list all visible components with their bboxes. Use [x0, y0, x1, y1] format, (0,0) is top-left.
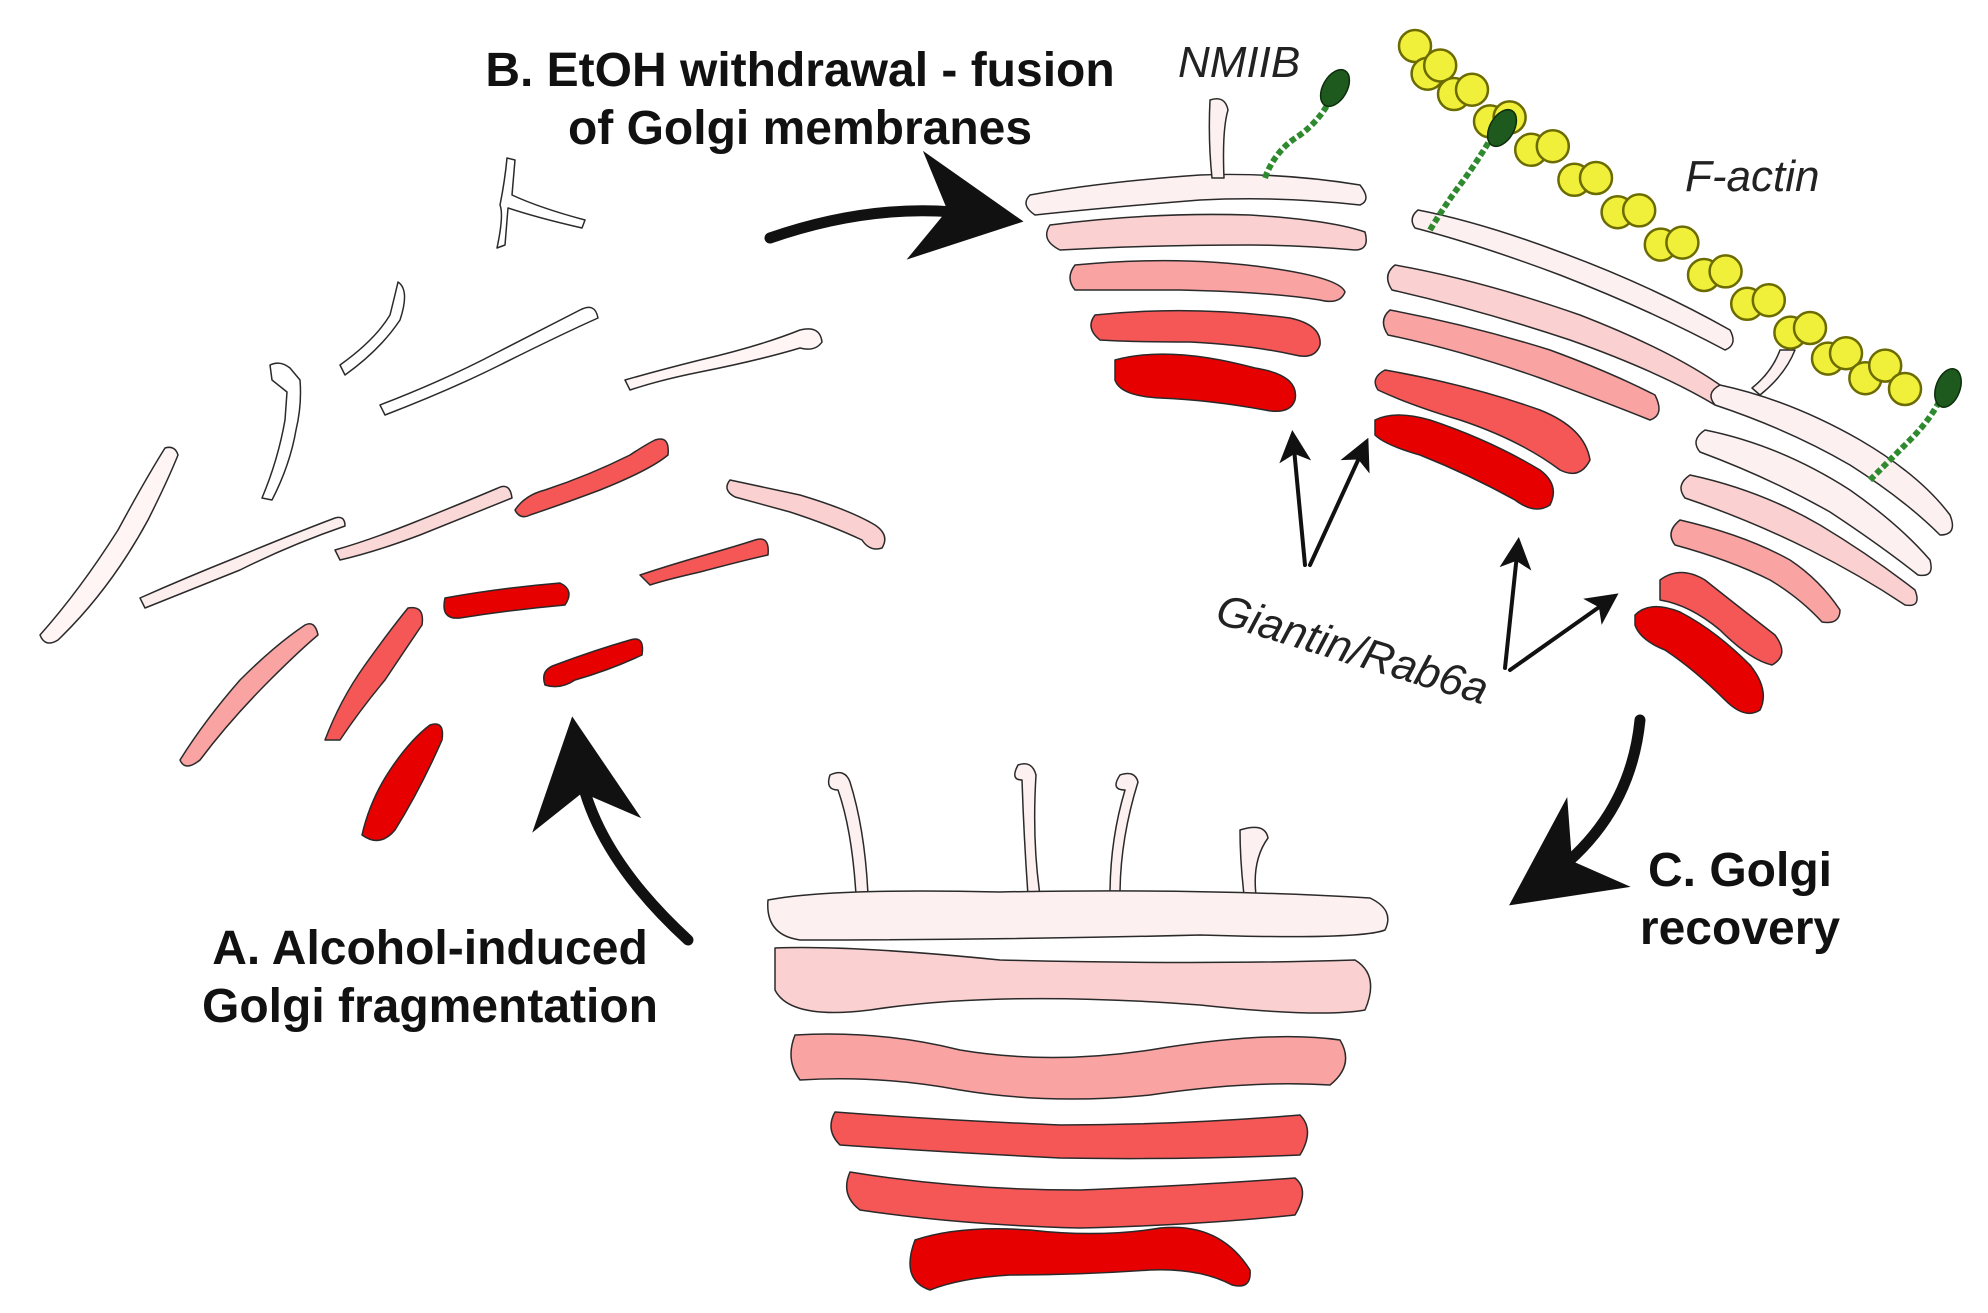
- cycle-arrows: [532, 150, 1646, 946]
- cisterna: [1659, 571, 1783, 666]
- actin-monomer: [1535, 128, 1571, 164]
- myosin-head: [1319, 68, 1351, 108]
- step-a-line2: Golgi fragmentation: [202, 980, 658, 1033]
- cisterna: [1025, 173, 1367, 216]
- fragment: [624, 328, 823, 391]
- actin-monomer: [1578, 160, 1614, 196]
- reforming-golgi: [1025, 98, 1954, 715]
- actin-monomer: [1887, 371, 1923, 407]
- nmiib-label: NMIIB: [1178, 38, 1301, 87]
- cisterna: [830, 1111, 1309, 1160]
- actin-monomer: [1828, 335, 1864, 371]
- cisterna: [909, 1226, 1251, 1291]
- arrow-to-recovery: [1509, 714, 1646, 906]
- pointer-arrow: [1279, 430, 1312, 567]
- fragment: [543, 638, 644, 688]
- cisterna: [1069, 259, 1346, 303]
- giantin-pointers: [1279, 430, 1619, 672]
- f-actin-label: F-actin: [1685, 152, 1820, 201]
- tubule: [827, 771, 869, 896]
- cisterna: [1374, 369, 1591, 475]
- step-b-label: B. EtOH withdrawal - fusion of Golgi mem…: [470, 42, 1130, 158]
- f-actin-filament: [1397, 28, 1923, 407]
- arrow-to-fragmentation: [532, 716, 694, 946]
- step-b-line2: of Golgi membranes: [567, 102, 1033, 155]
- step-c-label: C. Golgi recovery: [1610, 842, 1870, 958]
- cisterna: [1374, 414, 1555, 510]
- cisterna: [1090, 309, 1321, 357]
- pointer-arrow: [1308, 437, 1370, 567]
- pointer-arrow: [1508, 593, 1619, 672]
- actin-monomer: [1422, 48, 1458, 83]
- cisterna: [1114, 353, 1297, 412]
- fragmented-golgi: [39, 157, 886, 842]
- tubule: [1208, 98, 1229, 179]
- actin-monomer: [1751, 282, 1787, 318]
- fragment: [339, 281, 406, 376]
- fragment: [139, 516, 346, 609]
- cisterna: [845, 1171, 1304, 1229]
- myosin-head: [1934, 368, 1962, 408]
- fragment: [639, 538, 769, 586]
- cisterna: [1045, 213, 1367, 251]
- fragment: [179, 623, 319, 767]
- cisterna: [790, 1033, 1347, 1100]
- myosin-tail: [1427, 138, 1493, 232]
- tubule: [1109, 772, 1139, 896]
- cisterna: [767, 890, 1389, 941]
- nmiib-motors: [1262, 68, 1962, 483]
- fragment: [361, 723, 444, 842]
- cisterna: [1411, 209, 1734, 351]
- pointer-arrow: [1499, 537, 1532, 670]
- actin-monomer: [1792, 310, 1828, 346]
- fragment: [514, 438, 669, 518]
- myosin-tail: [1262, 98, 1333, 180]
- step-c-line1: C. Golgi: [1648, 844, 1832, 897]
- fragment: [39, 446, 179, 644]
- cisterna: [1680, 474, 1918, 607]
- actin-monomer: [1665, 225, 1700, 260]
- recovered-golgi: [767, 763, 1389, 1291]
- cisterna: [1710, 384, 1954, 536]
- tubule: [1751, 349, 1796, 396]
- fragment: [334, 485, 513, 561]
- cisterna: [1695, 429, 1932, 577]
- cisterna: [1382, 309, 1660, 421]
- actin-monomer: [1867, 348, 1903, 383]
- tubule: [1014, 763, 1041, 896]
- step-b-line1: B. EtOH withdrawal - fusion: [485, 44, 1115, 97]
- fragment: [726, 479, 886, 550]
- tubule: [1239, 826, 1269, 896]
- actin-monomer: [1454, 72, 1490, 107]
- actin-monomer: [1621, 193, 1657, 228]
- myosin-head: [1486, 108, 1518, 148]
- fragment: [261, 362, 302, 501]
- step-c-line2: recovery: [1639, 902, 1841, 955]
- myosin-tail: [1867, 398, 1943, 483]
- fragment: [443, 582, 570, 619]
- fragment: [324, 606, 424, 741]
- actin-monomer: [1708, 254, 1743, 289]
- cisterna: [1634, 606, 1765, 715]
- arrow-to-fusion: [764, 150, 1024, 260]
- fragment: [496, 157, 586, 249]
- step-a-label: A. Alcohol-induced Golgi fragmentation: [180, 920, 680, 1036]
- cisterna: [1670, 519, 1841, 624]
- fragment: [379, 306, 599, 416]
- step-a-line1: A. Alcohol-induced: [212, 922, 648, 975]
- cisterna: [774, 946, 1372, 1014]
